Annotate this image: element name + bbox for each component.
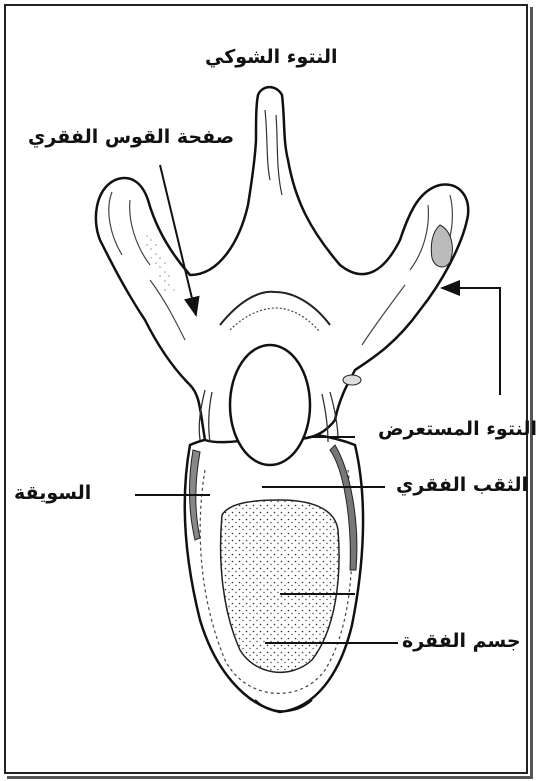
right-articular-facet [343,375,361,385]
transverse-leader [442,288,500,395]
transverse-process-label: النتوء المستعرض [378,420,536,439]
pedicle-label: السويقة [14,484,91,503]
spinous-process-label: النتوء الشوكي [205,48,338,67]
vertebral-foramen-label: الثقب الفقري [396,476,528,495]
vertebral-foramen-shape [230,345,310,465]
cancellous-bone-shape [221,500,339,672]
lamina-label: صفحة القوس الفقري [28,128,234,147]
vertebral-body-label: جسم الفقرة [402,632,521,651]
